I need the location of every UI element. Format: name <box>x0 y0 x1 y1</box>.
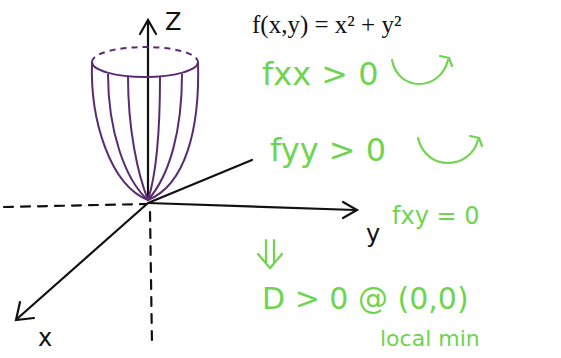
second-derivative-note: fxx > 0 <box>262 58 379 90</box>
function-formula: f(x,y) = x² + y² <box>252 12 401 37</box>
diagonal-axis <box>148 160 252 203</box>
concave-up-curve <box>392 60 448 84</box>
z-axis <box>147 22 149 200</box>
implies-arrow <box>265 240 267 262</box>
conclusion-note: local min <box>380 328 480 350</box>
y-axis <box>148 203 355 210</box>
axis-label: y <box>366 222 380 246</box>
x-axis <box>18 203 148 318</box>
axis-label: Z <box>165 10 181 34</box>
concave-up-curve <box>418 138 478 163</box>
discriminant-note: D > 0 @ (0,0) <box>262 284 469 314</box>
second-derivative-note: fyy > 0 <box>270 134 386 166</box>
x-arrow <box>16 302 34 320</box>
neg-z-axis <box>150 212 152 345</box>
axis-label: x <box>38 326 52 350</box>
paraboloid <box>92 47 198 200</box>
z-arrow <box>140 20 156 34</box>
y-arrow <box>343 202 357 218</box>
mixed-derivative-note: fxy = 0 <box>392 204 480 228</box>
green-marks <box>258 56 482 268</box>
neg-y-axis <box>4 204 146 207</box>
